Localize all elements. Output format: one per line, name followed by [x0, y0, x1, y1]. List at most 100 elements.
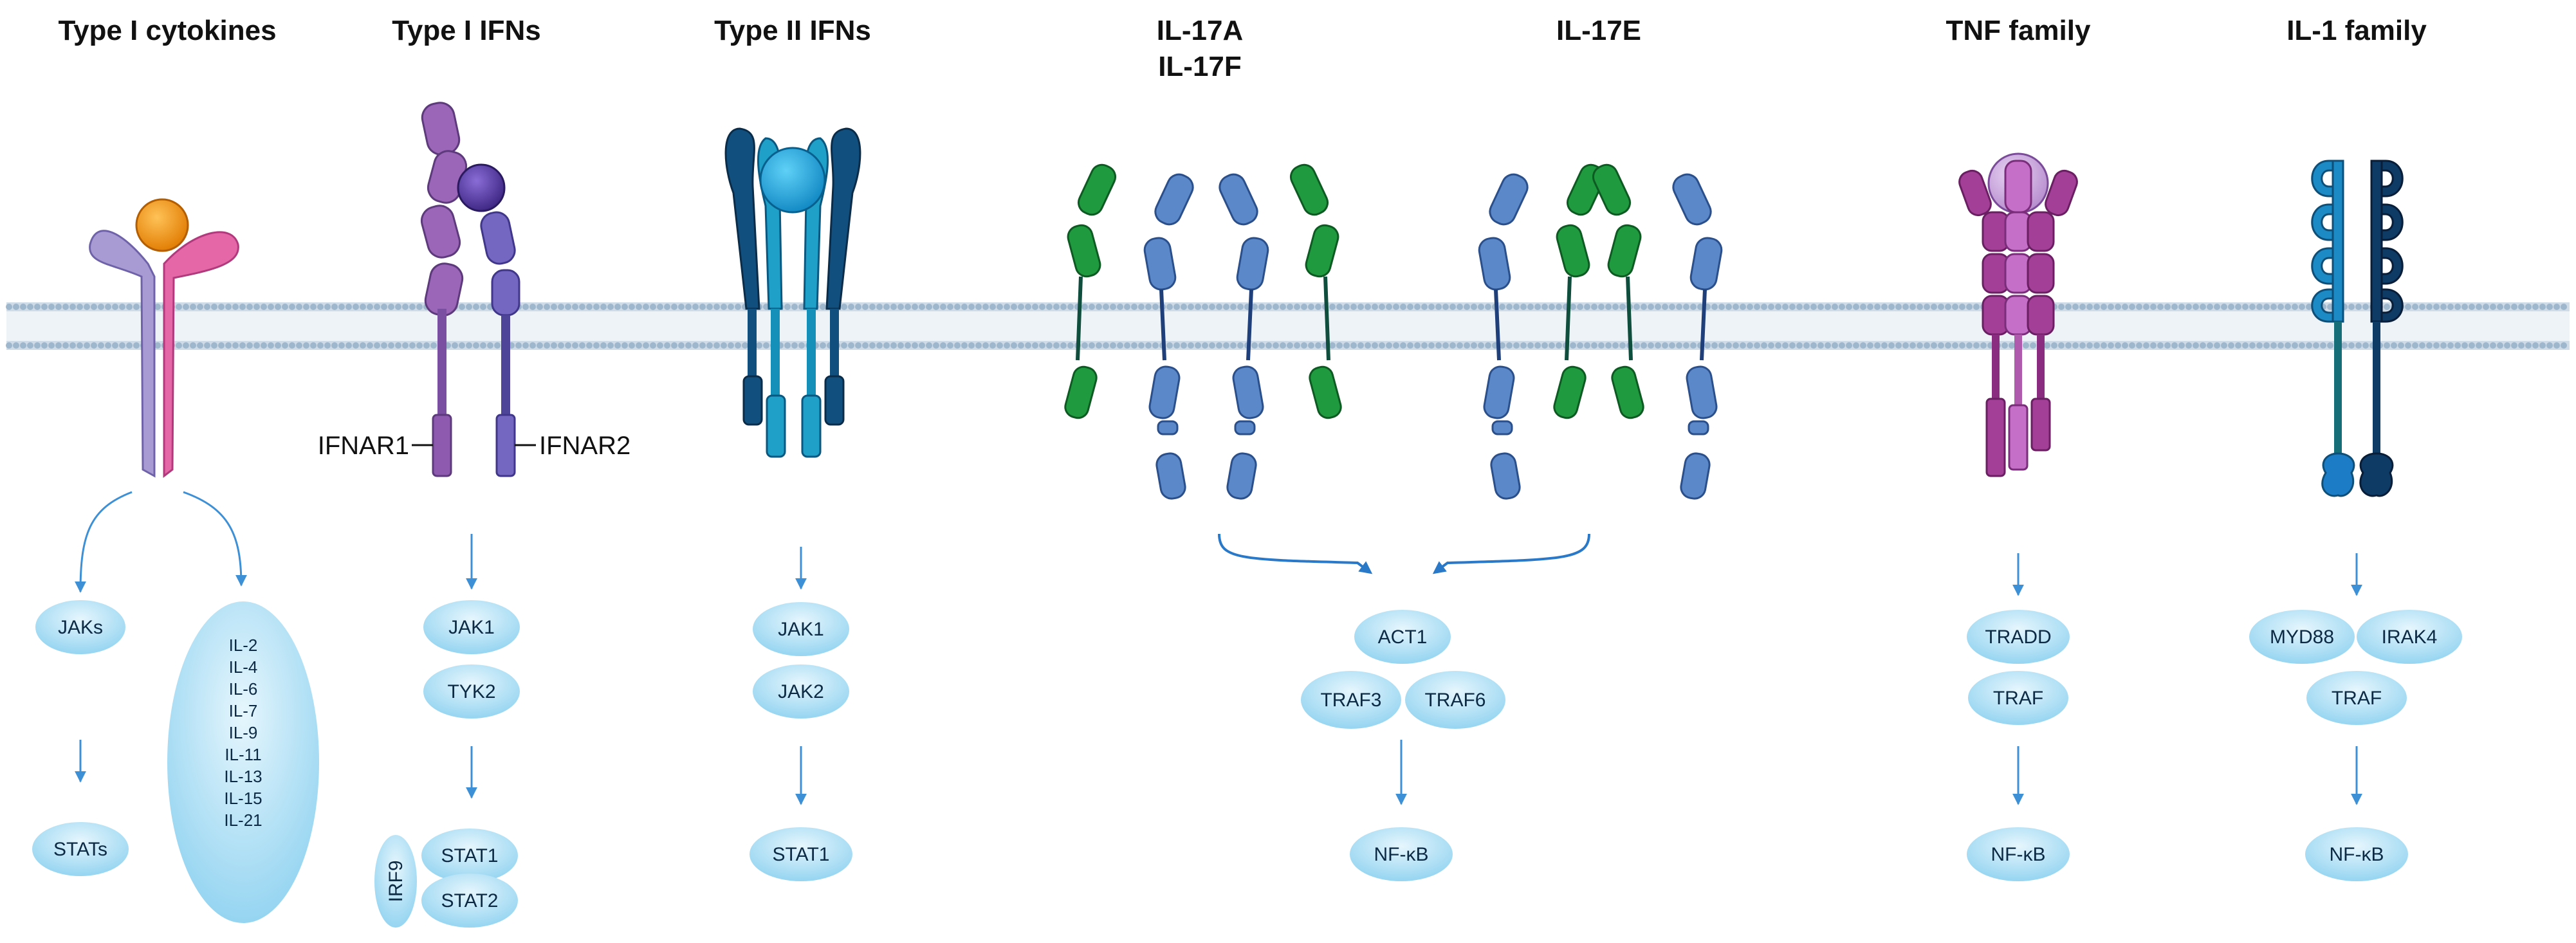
- node-irf9: [374, 835, 417, 928]
- lipid-head: [1534, 304, 1541, 310]
- lipid-head: [2313, 342, 2319, 349]
- receptor-domain: [1154, 173, 1194, 226]
- lipid-head: [1541, 304, 1548, 310]
- lipid-head: [20, 342, 26, 349]
- lipid-head: [105, 342, 111, 349]
- lipid-head: [2355, 304, 2362, 310]
- lipid-head: [2136, 304, 2142, 310]
- title-il1-family: IL-1 family: [2286, 15, 2427, 46]
- lipid-head: [685, 304, 692, 310]
- lipid-head: [1478, 342, 1484, 349]
- receptor-domain: [1067, 224, 1101, 278]
- lipid-head: [1499, 342, 1505, 349]
- lipid-head: [1874, 342, 1881, 349]
- lipid-head: [671, 304, 677, 310]
- lipid-head: [2320, 342, 2326, 349]
- lipid-head: [1386, 342, 1392, 349]
- lipid-head: [643, 304, 649, 310]
- lipid-head: [1393, 304, 1399, 310]
- lipid-head: [353, 304, 359, 310]
- lipid-head: [2525, 304, 2532, 310]
- lipid-head: [2256, 304, 2263, 310]
- lipid-head: [1605, 304, 1612, 310]
- lipid-head: [1577, 304, 1583, 310]
- lipid-head: [1471, 304, 1477, 310]
- lipid-head: [1598, 342, 1605, 349]
- lipid-head: [2341, 342, 2348, 349]
- lipid-head: [98, 304, 104, 310]
- lipid-head: [1011, 342, 1017, 349]
- lipid-head: [69, 342, 76, 349]
- lipid-head: [1011, 304, 1017, 310]
- lipid-head: [961, 304, 968, 310]
- lipid-head: [34, 304, 41, 310]
- lipid-head: [636, 304, 642, 310]
- lipid-head: [2178, 304, 2185, 310]
- cell-membrane: [6, 302, 2570, 350]
- il1-receptor: [2311, 160, 2404, 497]
- lipid-head: [1747, 304, 1753, 310]
- lipid-head: [1457, 304, 1463, 310]
- lipid-head: [699, 342, 706, 349]
- lipid-head: [1471, 342, 1477, 349]
- lipid-head: [1973, 304, 1980, 310]
- lipid-head: [855, 304, 861, 310]
- lipid-head: [2122, 342, 2128, 349]
- lipid-head: [324, 342, 331, 349]
- receptor-stalk: [1246, 289, 1253, 361]
- lipid-head: [1018, 342, 1024, 349]
- lipid-head: [430, 342, 437, 349]
- lipid-head: [664, 342, 670, 349]
- lipid-head: [558, 304, 564, 310]
- lipid-head: [2178, 342, 2185, 349]
- lipid-head: [34, 342, 41, 349]
- lipid-head: [2086, 304, 2093, 310]
- lipid-head: [2398, 342, 2404, 349]
- lipid-head: [2277, 342, 2284, 349]
- lipid-head: [2476, 304, 2482, 310]
- receptor-domain: [1226, 452, 1257, 500]
- node-jaks: [35, 600, 125, 654]
- lipid-head: [416, 342, 423, 349]
- lipid-head: [1888, 304, 1895, 310]
- lipid-head: [2079, 342, 2086, 349]
- lipid-head: [119, 342, 125, 349]
- lipid-head: [2051, 342, 2057, 349]
- lipid-head: [69, 304, 76, 310]
- lipid-head: [1648, 342, 1654, 349]
- node-traf-il1: [2306, 671, 2407, 725]
- lipid-head: [1676, 342, 1682, 349]
- lipid-head: [1485, 304, 1491, 310]
- lipid-head: [1549, 304, 1555, 310]
- lipid-head: [1251, 342, 1258, 349]
- lipid-head: [2539, 304, 2546, 310]
- lipid-head: [1265, 304, 1272, 310]
- lipid-head: [296, 304, 302, 310]
- lipid-head: [232, 342, 239, 349]
- lipid-head: [2058, 342, 2065, 349]
- lipid-head: [2532, 304, 2539, 310]
- lipid-head: [841, 304, 847, 310]
- lipid-head: [459, 342, 465, 349]
- lipid-head: [367, 342, 373, 349]
- lipid-head: [1209, 342, 1215, 349]
- lipid-head: [374, 342, 380, 349]
- lipid-head: [13, 304, 19, 310]
- lipid-head: [2454, 342, 2461, 349]
- lipid-head: [621, 304, 628, 310]
- lipid-head: [55, 304, 62, 310]
- lipid-head: [360, 304, 366, 310]
- title-il17e: IL-17E: [1556, 15, 1641, 46]
- lipid-head: [1683, 342, 1689, 349]
- lipid-head: [275, 342, 281, 349]
- lipid-head: [402, 342, 409, 349]
- node-jak1-type1: [423, 600, 520, 654]
- lipid-head: [1711, 342, 1718, 349]
- lipid-head: [2164, 342, 2171, 349]
- title-type1-ifns: Type I IFNs: [392, 15, 540, 46]
- receptor-domain: [1483, 365, 1515, 419]
- lipid-head: [1761, 342, 1767, 349]
- receptor-domain: [1491, 420, 1513, 435]
- lipid-head: [883, 304, 890, 310]
